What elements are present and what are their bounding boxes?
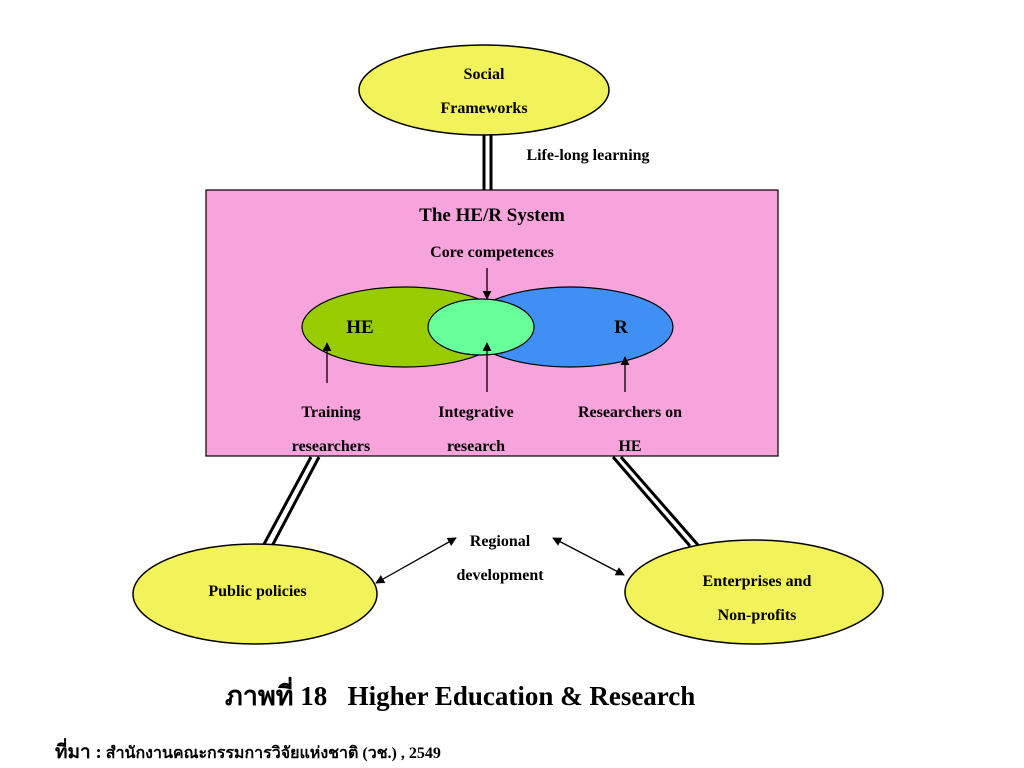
connector-social-system xyxy=(482,134,493,190)
figure-title: Higher Education & Research xyxy=(347,681,696,711)
source-line: ที่มา : สำนักงานคณะกรรมการวิจัยแห่งชาติ … xyxy=(55,737,755,767)
training-line2: researchers xyxy=(291,438,371,455)
integrative-line2: research xyxy=(446,438,506,455)
he-label: HE xyxy=(346,317,374,338)
enterprises-line2: Non-profits xyxy=(717,607,797,624)
researchers-line1: Researchers on xyxy=(577,404,683,421)
regional-development-label: Regional development xyxy=(430,525,570,593)
researchers-on-he-label: Researchers on HE xyxy=(555,396,705,464)
regional-line2: development xyxy=(456,567,544,584)
figure-caption: ภาพที่ 18 Higher Education & Research xyxy=(225,674,785,717)
connector-system-public xyxy=(261,456,321,549)
enterprises-line1: Enterprises and xyxy=(702,573,812,590)
regional-line1: Regional xyxy=(469,533,531,550)
social-frameworks-label: Social Frameworks xyxy=(404,58,564,126)
enterprises-label: Enterprises and Non-profits xyxy=(672,565,842,633)
lifelong-label: Life-long learning xyxy=(526,147,650,164)
r-label: R xyxy=(614,317,628,338)
core-competences-label: Core competences xyxy=(430,244,554,261)
figure-label: ภาพที่ 18 xyxy=(225,681,328,711)
arrow-public-regional xyxy=(375,537,457,584)
source-text: สำนักงานคณะกรรมการวิจัยแห่งชาติ (วช.) , … xyxy=(105,745,441,762)
public-policies-label: Public policies xyxy=(208,583,307,600)
system-title: The HE/R System xyxy=(419,205,565,226)
overlap-ellipse xyxy=(427,298,535,356)
social-frameworks-ellipse xyxy=(358,44,610,136)
training-line1: Training xyxy=(301,404,361,421)
connector-system-enterprises xyxy=(611,456,700,547)
social-line1: Social xyxy=(463,66,505,83)
public-policies-ellipse xyxy=(132,543,378,645)
integrative-line1: Integrative xyxy=(438,404,514,421)
source-label: ที่มา : xyxy=(55,742,102,763)
arrow-regional-enterprises xyxy=(552,537,625,576)
he-r-system-box xyxy=(205,189,779,457)
training-label: Training researchers xyxy=(265,396,397,464)
social-line2: Frameworks xyxy=(440,100,528,117)
integrative-label: Integrative research xyxy=(416,396,536,464)
researchers-line2: HE xyxy=(618,438,642,455)
enterprises-ellipse xyxy=(624,539,884,645)
